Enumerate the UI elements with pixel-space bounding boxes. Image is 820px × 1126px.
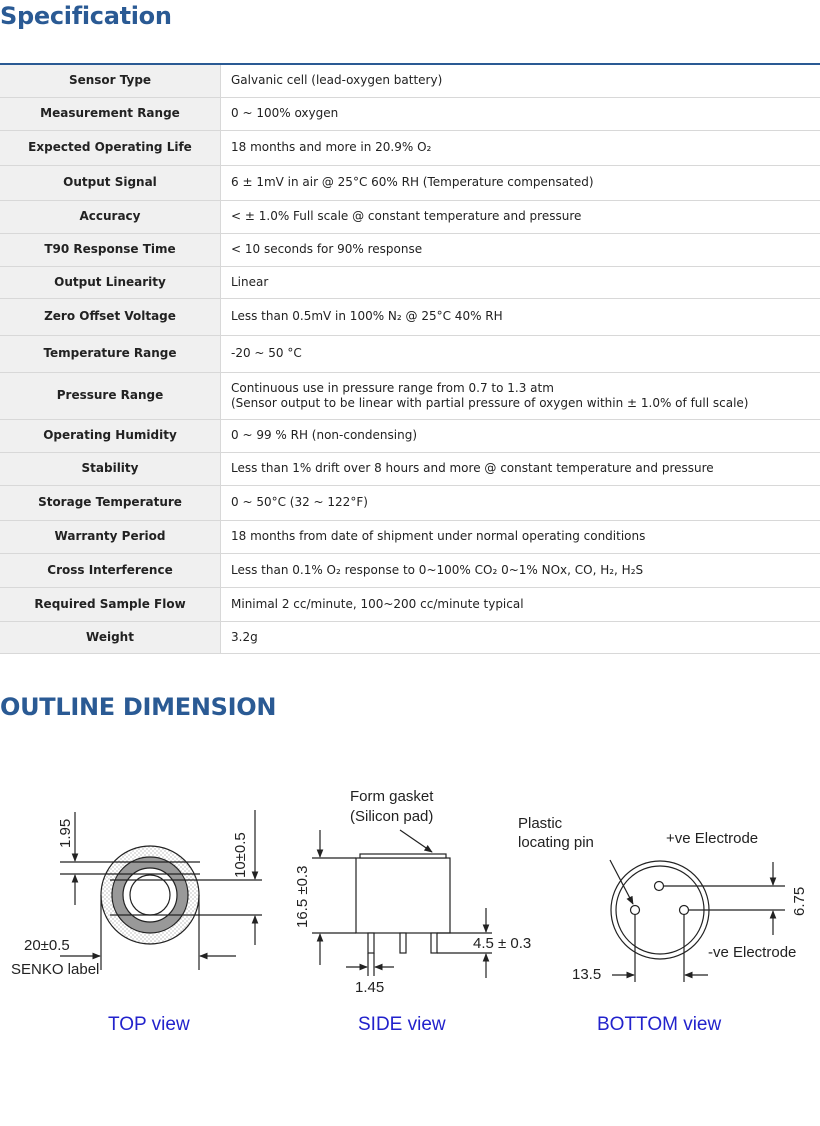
spec-value: 0 ~ 100% oxygen bbox=[220, 97, 820, 131]
spec-key: Temperature Range bbox=[0, 335, 221, 373]
spec-row: Operating Humidity 0 ~ 99 % RH (non-conde… bbox=[0, 419, 820, 453]
spec-value: 6 ± 1mV in air @ 25°C 60% RH (Temperatur… bbox=[220, 165, 820, 201]
spec-value-text: 3.2g bbox=[231, 629, 258, 644]
spec-value-text: -20 ~ 50 °C bbox=[231, 346, 302, 360]
spec-value: 18 months and more in 20.9% O₂ bbox=[220, 130, 820, 166]
bottom-plastic-line2: locating pin bbox=[518, 834, 594, 851]
spec-key: Zero Offset Voltage bbox=[0, 298, 221, 336]
spec-value: 18 months from date of shipment under no… bbox=[220, 520, 820, 554]
spec-value: -20 ~ 50 °C bbox=[220, 335, 820, 373]
side-dim-165: 16.5 ±0.3 bbox=[294, 866, 311, 928]
spec-row: Temperature Range -20 ~ 50 °C bbox=[0, 335, 820, 373]
side-dim-45: 4.5 ± 0.3 bbox=[473, 935, 531, 952]
top-dim-10: 10±0.5 bbox=[232, 832, 249, 878]
outline-title: OUTLINE DIMENSION bbox=[0, 693, 277, 721]
spec-value-text: 0 ~ 100% oxygen bbox=[231, 106, 339, 120]
spec-key: Expected Operating Life bbox=[0, 130, 221, 166]
bottom-dim-135: 13.5 bbox=[572, 966, 601, 983]
bottom-view-caption: BOTTOM view bbox=[597, 1014, 721, 1035]
spec-value-text: < 10 seconds for 90% response bbox=[231, 242, 423, 256]
outline-drawing: 1.95 10±0.5 20±0.5 SENKO label TOP view … bbox=[11, 788, 808, 1035]
spec-row: Pressure Range Continuous use in pressure… bbox=[0, 372, 820, 420]
top-dim-195: 1.95 bbox=[57, 819, 74, 848]
spec-value-text: 0 ~ 99 % RH (non-condensing) bbox=[231, 428, 417, 442]
spec-value: Less than 0.5mV in 100% N₂ @ 25°C 40% RH bbox=[220, 298, 820, 336]
spec-value-text: Galvanic cell (lead-oxygen battery) bbox=[231, 73, 443, 88]
spec-key: T90 Response Time bbox=[0, 233, 221, 267]
spec-value-text: Less than 1% drift over 8 hours and more… bbox=[231, 461, 714, 475]
spec-row: Accuracy < ± 1.0% Full scale @ constant t… bbox=[0, 200, 820, 234]
spec-row: Output Linearity Linear bbox=[0, 266, 820, 299]
spec-key: Storage Temperature bbox=[0, 485, 221, 521]
bottom-dim-675: 6.75 bbox=[791, 887, 808, 916]
spec-value: 0 ~ 50°C (32 ~ 122°F) bbox=[220, 485, 820, 521]
spec-row: Warranty Period 18 months from date of sh… bbox=[0, 520, 820, 554]
spec-row: Output Signal 6 ± 1mV in air @ 25°C 60% R… bbox=[0, 165, 820, 201]
spec-value-text: Less than 0.5mV in 100% N₂ @ 25°C 40% RH bbox=[231, 309, 503, 323]
bottom-pos-electrode: +ve Electrode bbox=[666, 830, 758, 847]
side-view-caption: SIDE view bbox=[358, 1014, 446, 1035]
spec-row: Sensor Type Galvanic cell (lead-oxygen ba… bbox=[0, 64, 820, 98]
spec-value: Continuous use in pressure range from 0.… bbox=[220, 372, 820, 420]
side-gasket-line2: (Silicon pad) bbox=[350, 808, 433, 825]
spec-value-text: Less than 0.1% O₂ response to 0~100% CO₂… bbox=[231, 562, 644, 577]
spec-key: Pressure Range bbox=[0, 372, 221, 420]
spec-value-text: 18 months and more in 20.9% O₂ bbox=[231, 140, 432, 154]
spec-row: Zero Offset Voltage Less than 0.5mV in 10… bbox=[0, 298, 820, 336]
bottom-view bbox=[609, 859, 785, 982]
spec-value-text: Continuous use in pressure range from 0.… bbox=[231, 380, 554, 395]
spec-key: Accuracy bbox=[0, 200, 221, 234]
spec-value-text: 0 ~ 50°C (32 ~ 122°F) bbox=[231, 495, 368, 509]
spec-row: Measurement Range 0 ~ 100% oxygen bbox=[0, 97, 820, 131]
spec-value: < 10 seconds for 90% response bbox=[220, 233, 820, 267]
spec-value: < ± 1.0% Full scale @ constant temperatu… bbox=[220, 200, 820, 234]
top-view bbox=[60, 810, 262, 970]
spec-row: Required Sample Flow Minimal 2 cc/minute,… bbox=[0, 587, 820, 622]
bottom-plastic-line1: Plastic bbox=[518, 815, 563, 832]
spec-value: Less than 0.1% O₂ response to 0~100% CO₂… bbox=[220, 553, 820, 588]
spec-value: Less than 1% drift over 8 hours and more… bbox=[220, 452, 820, 486]
spec-key: Warranty Period bbox=[0, 520, 221, 554]
side-dim-145: 1.45 bbox=[355, 979, 384, 996]
spec-value-text: 18 months from date of shipment under no… bbox=[231, 529, 646, 543]
spec-title: Specification bbox=[0, 2, 172, 30]
spec-value: 3.2g bbox=[220, 621, 820, 654]
top-dim-20: 20±0.5 bbox=[24, 937, 70, 954]
spec-value: Minimal 2 cc/minute, 100~200 cc/minute t… bbox=[220, 587, 820, 622]
spec-key: Output Linearity bbox=[0, 266, 221, 299]
spec-row: Weight 3.2g bbox=[0, 621, 820, 654]
spec-value-text: Minimal 2 cc/minute, 100~200 cc/minute t… bbox=[231, 596, 524, 611]
spec-value-text: 6 ± 1mV in air @ 25°C 60% RH (Temperatur… bbox=[231, 175, 594, 189]
spec-value-text: < ± 1.0% Full scale @ constant temperatu… bbox=[231, 209, 582, 223]
spec-key: Stability bbox=[0, 452, 221, 486]
spec-value-text-2: (Sensor output to be linear with partial… bbox=[231, 395, 749, 410]
spec-value: Linear bbox=[220, 266, 820, 299]
side-gasket-line1: Form gasket bbox=[350, 788, 434, 805]
spec-row: Cross Interference Less than 0.1% O₂ resp… bbox=[0, 553, 820, 588]
spec-key: Required Sample Flow bbox=[0, 587, 221, 622]
spec-row: Expected Operating Life 18 months and mor… bbox=[0, 130, 820, 166]
side-view bbox=[312, 829, 492, 978]
spec-value: Galvanic cell (lead-oxygen battery) bbox=[220, 64, 820, 98]
spec-value-text: Linear bbox=[231, 274, 269, 289]
spec-table: Sensor Type Galvanic cell (lead-oxygen ba… bbox=[0, 63, 820, 654]
spec-key: Operating Humidity bbox=[0, 419, 221, 453]
top-senko-label: SENKO label bbox=[11, 961, 99, 978]
spec-key: Output Signal bbox=[0, 165, 221, 201]
spec-key: Measurement Range bbox=[0, 97, 221, 131]
spec-row: T90 Response Time < 10 seconds for 90% re… bbox=[0, 233, 820, 267]
spec-key: Cross Interference bbox=[0, 553, 221, 588]
spec-row: Stability Less than 1% drift over 8 hours… bbox=[0, 452, 820, 486]
top-view-caption: TOP view bbox=[108, 1014, 190, 1035]
spec-value: 0 ~ 99 % RH (non-condensing) bbox=[220, 419, 820, 453]
spec-key: Sensor Type bbox=[0, 64, 221, 98]
spec-row: Storage Temperature 0 ~ 50°C (32 ~ 122°F) bbox=[0, 485, 820, 521]
bottom-neg-electrode: -ve Electrode bbox=[708, 944, 796, 961]
spec-key: Weight bbox=[0, 621, 221, 654]
